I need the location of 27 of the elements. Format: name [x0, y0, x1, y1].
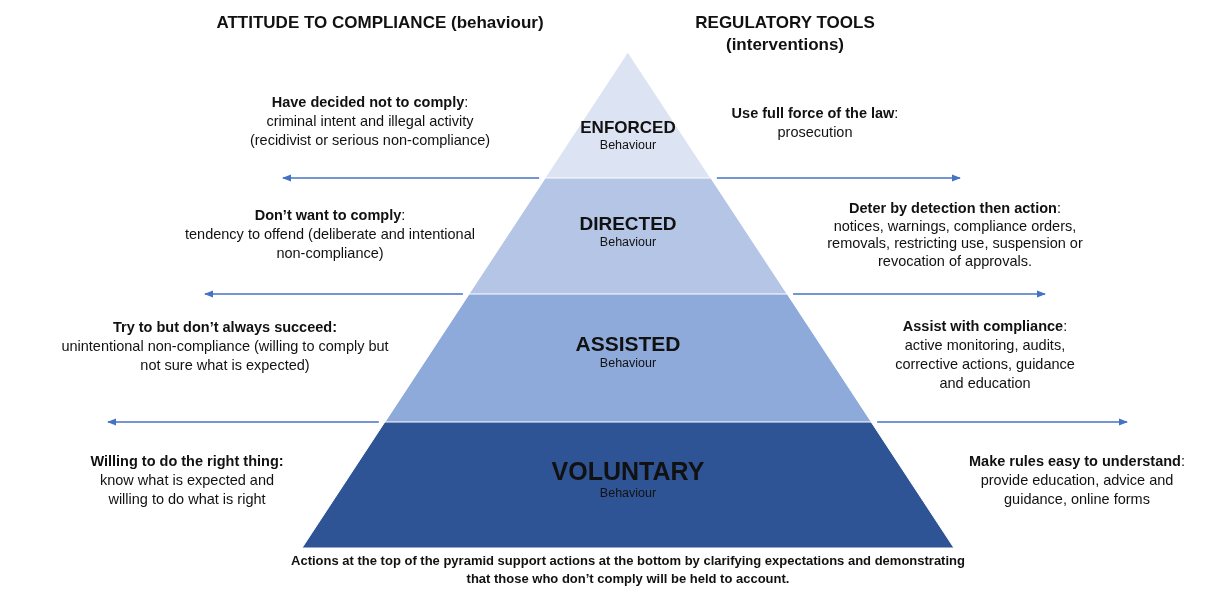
tier-subtitle: Behaviour	[599, 138, 657, 152]
arrow	[204, 290, 464, 298]
tier-subtitle: Behaviour	[599, 486, 657, 500]
arrow	[792, 290, 1046, 298]
column-heading: REGULATORY TOOLS (interventions)	[694, 12, 876, 56]
arrow	[716, 174, 961, 182]
description-text: Don’t want to comply: tendency to offend (deliberate and intentional non-compliance)	[184, 206, 476, 263]
arrow	[876, 418, 1128, 426]
description-text: Assist with compliance: active monitoring, audits, corrective actions, guidance and education	[894, 317, 1076, 393]
tier-subtitle: Behaviour	[599, 356, 657, 370]
tier-title: ENFORCED	[580, 118, 676, 138]
tier-subtitle: Behaviour	[599, 235, 657, 249]
pyramid-tier	[545, 52, 711, 178]
pyramid-tier	[302, 422, 954, 548]
description-text: Make rules easy to understand: provide education, advice and guidance, online forms	[968, 452, 1186, 509]
tier-title: DIRECTED	[579, 213, 677, 235]
description-text: Willing to do the right thing: know what is expected and willing to do what is right	[89, 452, 285, 509]
caption: Actions at the top of the pyramid support actions at the bottom by clarifying expectations and demonstrating that those who don’t comply will be held to account.	[290, 552, 966, 588]
description-text: Try to but don’t always succeed: unintentional non-compliance (willing to comply but not sure what is expected)	[60, 318, 390, 375]
arrow	[282, 174, 540, 182]
description-text: Use full force of the law: prosecution	[730, 104, 900, 142]
tier-title: VOLUNTARY	[551, 457, 705, 486]
description-text: Have decided not to comply: criminal intent and illegal activity (recidivist or serious non-compliance)	[248, 93, 492, 150]
arrow	[107, 418, 380, 426]
tier-title: ASSISTED	[575, 332, 681, 356]
description-text: Deter by detection then action: notices, warnings, compliance orders, removals, restricting use, suspension or revocation of approvals.	[826, 200, 1084, 270]
column-heading: ATTITUDE TO COMPLIANCE (behaviour)	[215, 12, 545, 34]
